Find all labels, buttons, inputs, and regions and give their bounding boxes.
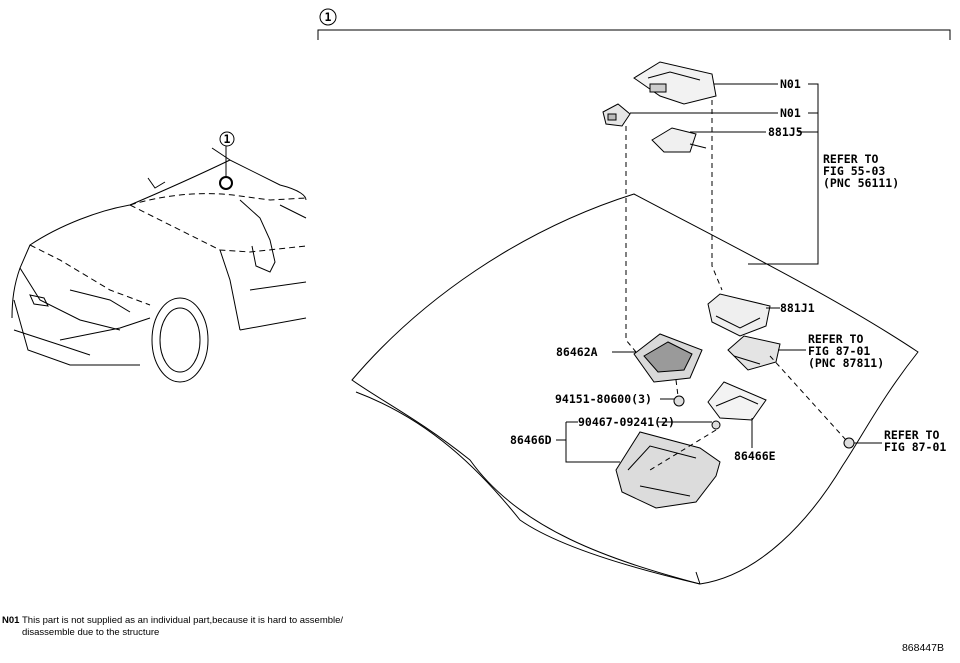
ref1-line1: REFER TO xyxy=(823,152,878,166)
label-86466d: 86466D xyxy=(510,433,552,447)
assembly-lines xyxy=(625,100,847,471)
leader-lines xyxy=(556,83,882,463)
component-86466e xyxy=(707,381,767,421)
label-n01-mid: N01 xyxy=(780,106,801,120)
callout-vehicle-1: 1 xyxy=(219,131,235,147)
group-bracket xyxy=(317,29,951,40)
footnote-line-2: disassemble due to the structure xyxy=(22,627,160,638)
footnote-code: N01 xyxy=(2,615,20,626)
label-86466e: 86466E xyxy=(734,449,776,463)
component-881j1 xyxy=(707,293,771,337)
component-n01-mid xyxy=(602,103,631,127)
ref2-line3: (PNC 87811) xyxy=(808,356,884,370)
label-881j5: 881J5 xyxy=(768,125,803,139)
ref2-line2: FIG 87-01 xyxy=(808,344,870,358)
label-86462a: 86462A xyxy=(556,345,598,359)
figure-id: 868447B xyxy=(901,642,944,654)
footnote-line-1: This part is not supplied as an individu… xyxy=(22,615,344,626)
component-86466d xyxy=(615,431,721,509)
vehicle-illustration xyxy=(11,146,307,383)
label-n01-top: N01 xyxy=(780,77,801,91)
ref3-line2: FIG 87-01 xyxy=(884,440,946,454)
screw-90467 xyxy=(711,420,721,430)
label-90467: 90467-09241(2) xyxy=(578,415,675,429)
component-86462a xyxy=(633,333,703,383)
label-94151: 94151-80600(3) xyxy=(555,392,652,406)
ref2-line1: REFER TO xyxy=(808,332,863,346)
label-881j1: 881J1 xyxy=(780,301,815,315)
component-n01-top xyxy=(633,61,717,105)
ref1-line3: (PNC 56111) xyxy=(823,176,899,190)
ref3-line1: REFER TO xyxy=(884,428,939,442)
component-881j5 xyxy=(651,127,707,153)
footnote-text: This part is not supplied as an individu… xyxy=(22,615,343,639)
windshield-glass xyxy=(351,193,919,585)
callout-group-1: 1 xyxy=(319,8,337,26)
component-rain-sensor xyxy=(727,335,781,371)
screw-94151 xyxy=(673,395,685,407)
svg-text:1: 1 xyxy=(224,132,231,146)
svg-text:1: 1 xyxy=(325,10,332,24)
ref1-line2: FIG 55-03 xyxy=(823,164,885,178)
